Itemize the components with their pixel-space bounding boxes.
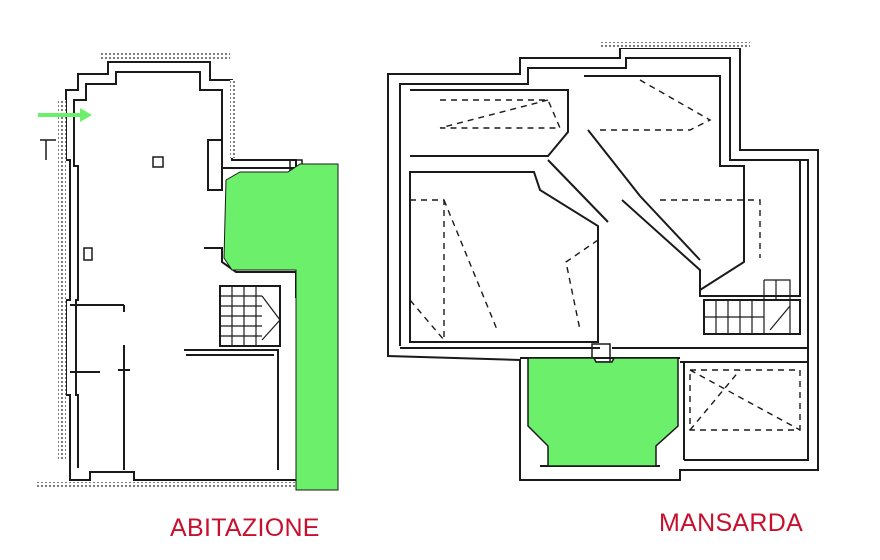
abitazione-staircase <box>219 285 281 347</box>
entry-arrow-icon <box>38 108 92 122</box>
mansarda-room-w <box>409 171 599 343</box>
mansarda-room-ne <box>584 75 745 291</box>
abitazione-highlight <box>223 163 339 491</box>
abitazione-title: ABITAZIONE <box>170 514 320 542</box>
partition-left-room <box>70 304 125 373</box>
stub-wall-left <box>40 139 56 160</box>
fixture-square-1 <box>152 156 164 168</box>
mansarda-room-se <box>680 361 808 460</box>
wall-hatch-bottom <box>36 482 306 489</box>
partition-upper-right <box>207 139 223 191</box>
fixture-square-2 <box>83 247 93 261</box>
wall-hatch-left <box>58 100 66 460</box>
abitazione-inner-wall <box>73 71 296 468</box>
mansarda-wall-hatch-top <box>600 42 750 48</box>
mansarda-staircase <box>703 279 801 335</box>
mansarda-diagonal-corridor <box>547 129 701 261</box>
roof-slope-lines <box>409 79 801 431</box>
mansarda-room-e <box>621 160 801 297</box>
abitazione-outer-wall <box>65 61 307 481</box>
mansarda-room-nw <box>410 89 569 157</box>
wall-hatch-right <box>230 80 236 158</box>
mansarda-highlight <box>527 357 679 467</box>
mansarda-bottom-ledge <box>400 347 808 359</box>
mansarda-outer-wall <box>387 47 819 481</box>
partition-corridor <box>184 349 279 470</box>
wall-hatch-top <box>100 52 230 60</box>
partition-lower-left <box>118 345 130 470</box>
mansarda-plan <box>387 42 819 481</box>
mansarda-title: MANSARDA <box>659 509 804 537</box>
